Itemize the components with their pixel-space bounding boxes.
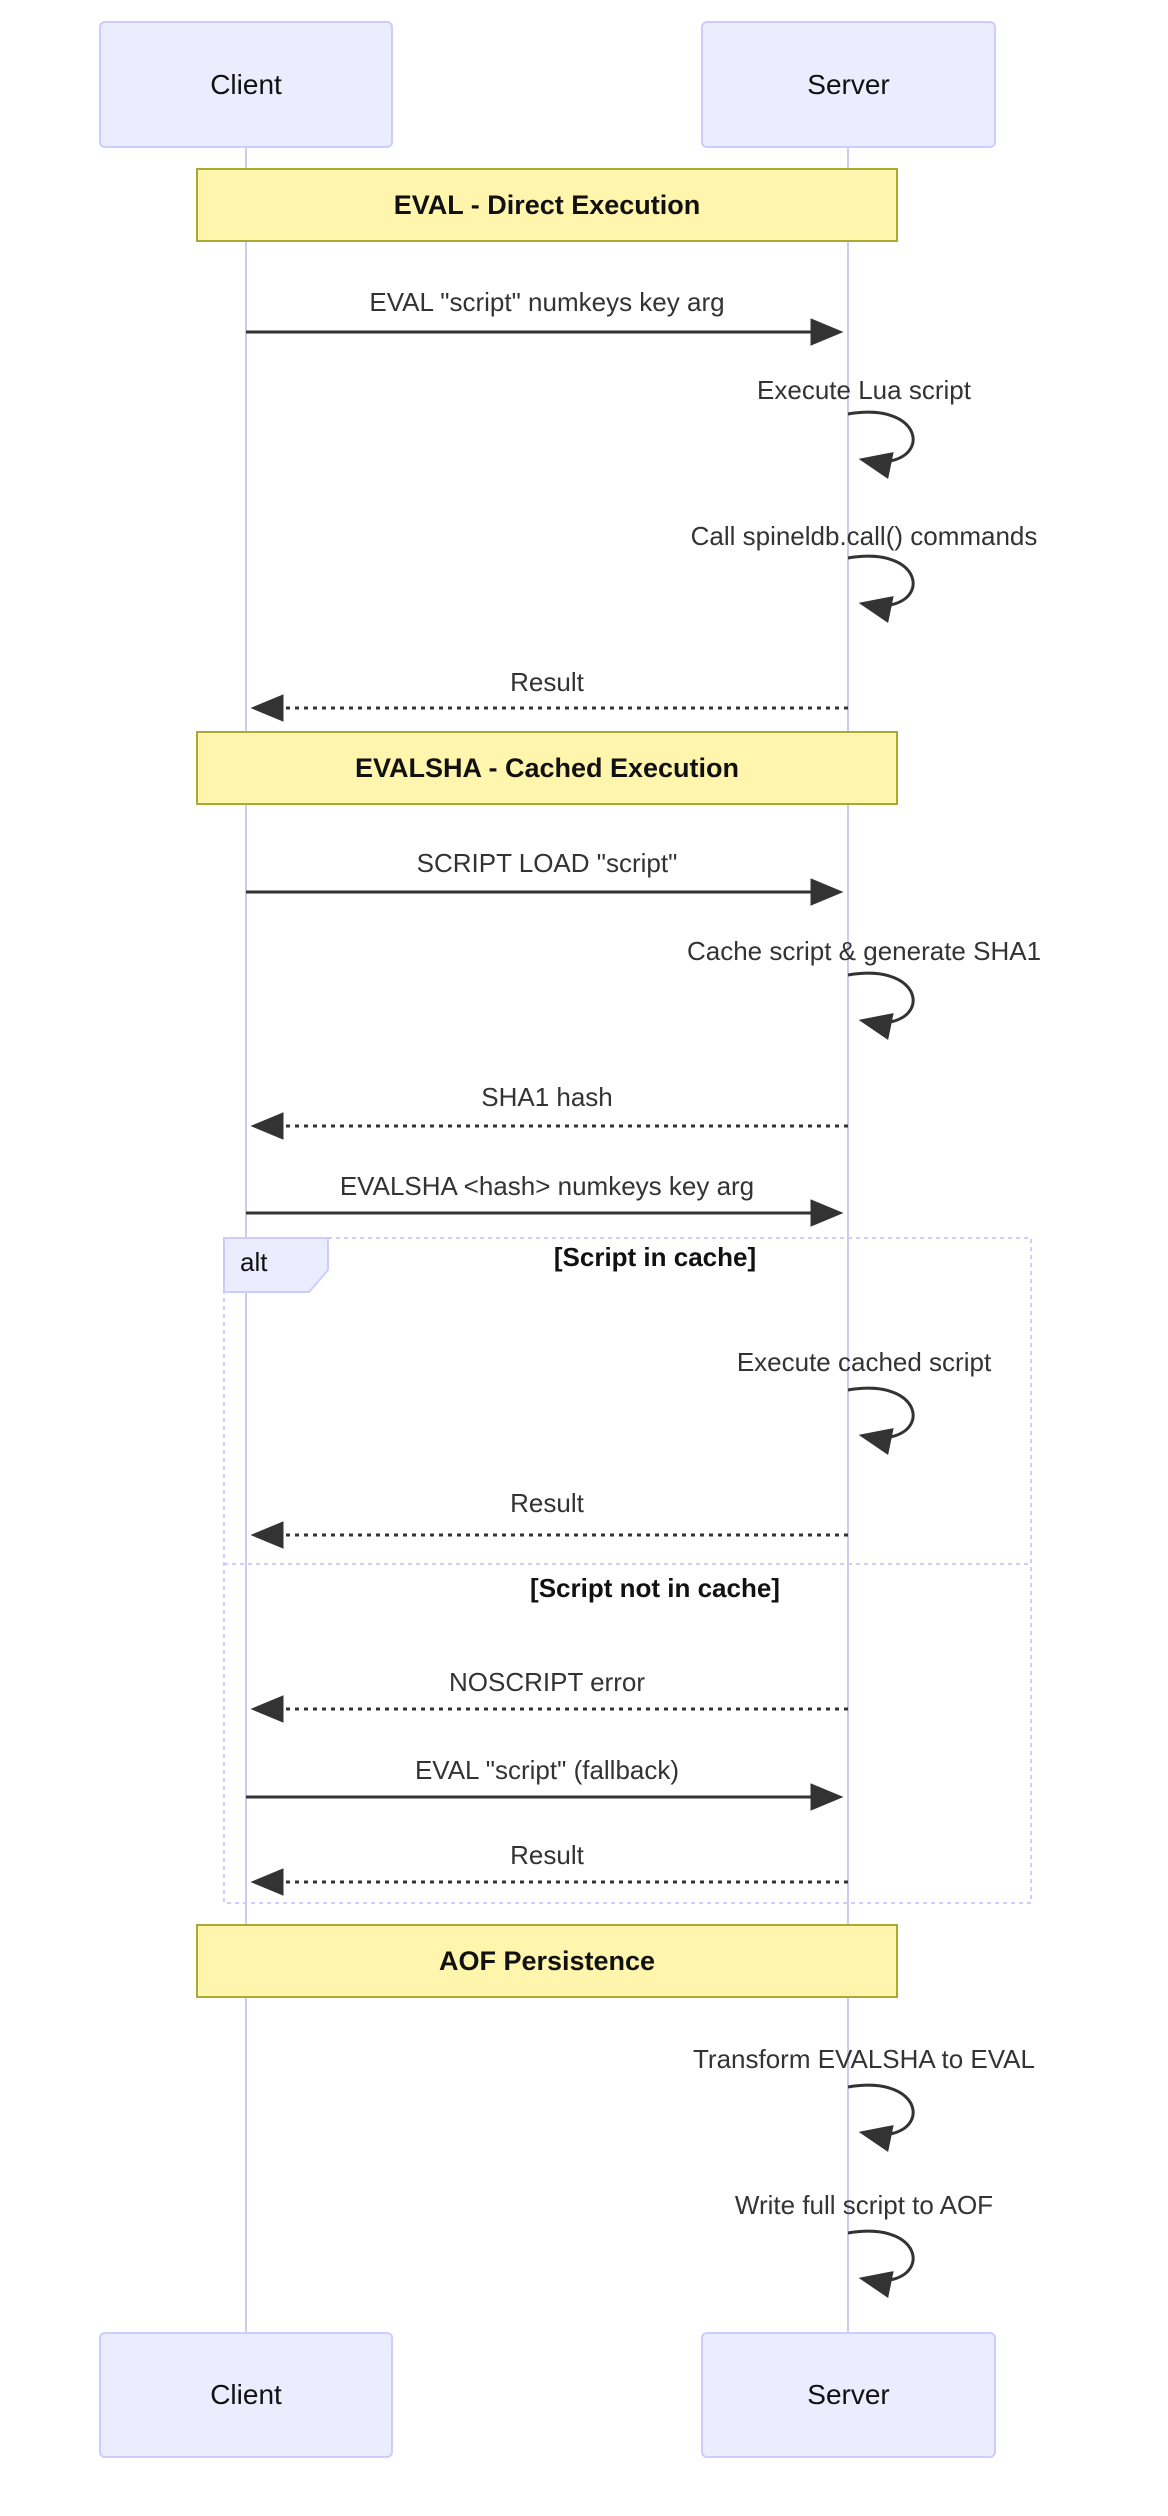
- selfloop-execute-lua: [847, 410, 915, 479]
- selfloop-transform-evalsha: [847, 2083, 915, 2152]
- selfloop-cache-script: [847, 971, 915, 1040]
- selfloop-write-aof: [847, 2229, 915, 2298]
- alt-label-tab: [223, 1237, 329, 1293]
- selfloop-spineldb-call: [847, 554, 915, 623]
- selfloop-execute-cached: [847, 1386, 915, 1455]
- alt-fragment-frame: [223, 1237, 1032, 1904]
